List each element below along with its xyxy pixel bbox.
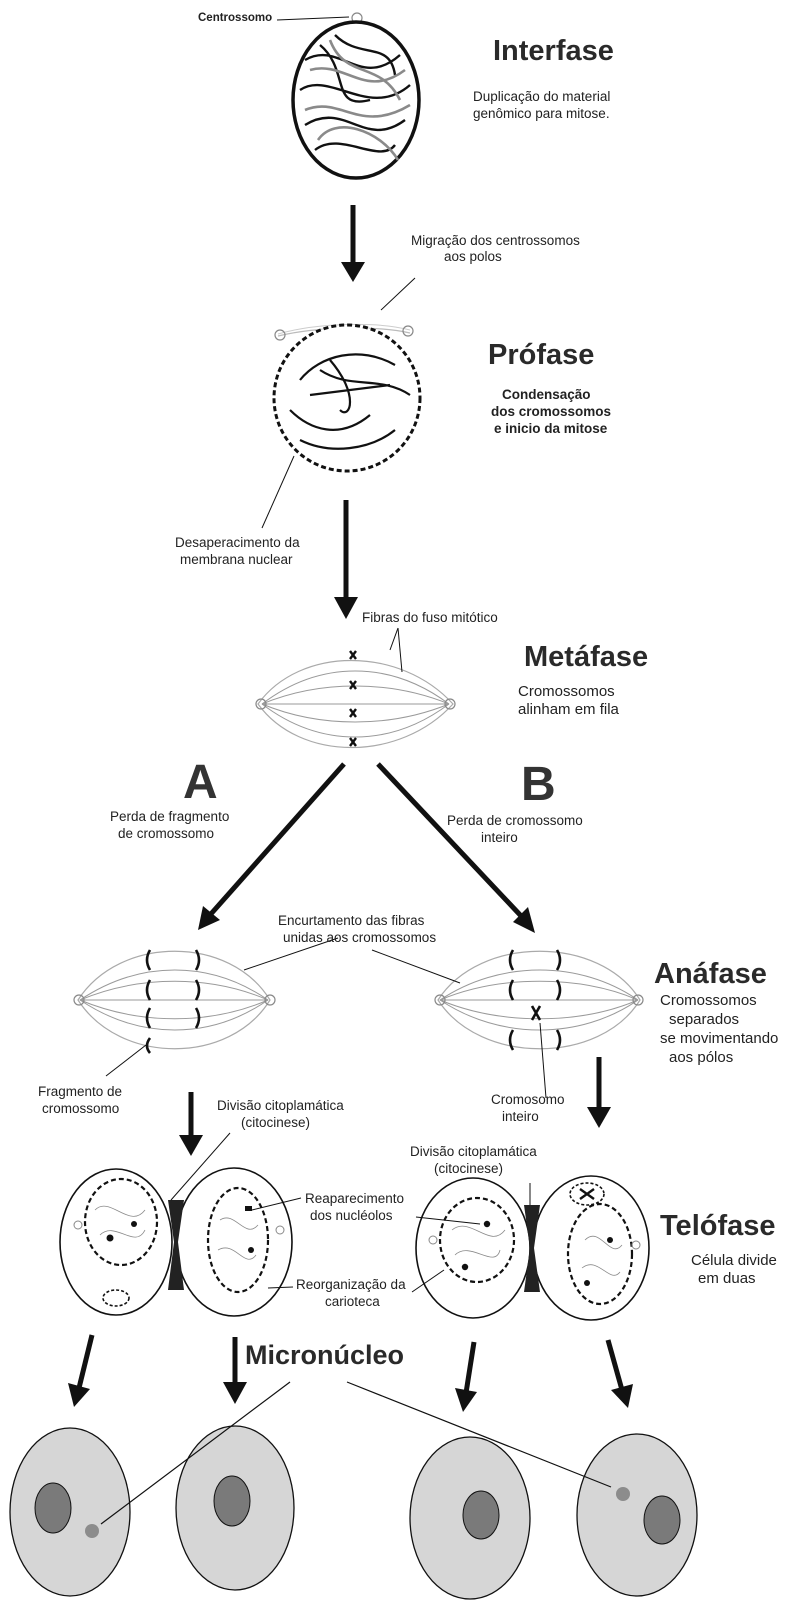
interphase-cell <box>276 12 421 180</box>
telophase-desc-2: em duas <box>698 1270 756 1287</box>
arrow-anaphase-a-to-telophase <box>179 1092 203 1156</box>
karyotheca-label-2: carioteca <box>325 1294 380 1309</box>
chromosome-fragment-label-1: Fragmento de <box>38 1084 123 1099</box>
interphase-desc-2: genômico para mitose. <box>473 106 610 121</box>
centrosome-icon <box>274 329 286 341</box>
centrosome-migration-label-2: aos polos <box>444 249 502 264</box>
centrosome-icon <box>631 1240 641 1250</box>
nuclear-membrane-label-2: membrana nuclear <box>180 552 293 567</box>
centrosome-icon <box>402 325 414 337</box>
cytokinesis-right-label-1: Divisão citoplamática <box>410 1144 537 1159</box>
interphase-title: Interfase <box>493 35 614 67</box>
arrow-anaphase-b-to-telophase <box>587 1057 611 1128</box>
arrow-a <box>198 762 346 930</box>
prophase-cell <box>261 277 422 529</box>
centrosome-label: Centrossomo <box>198 12 273 24</box>
anaphase-desc-1: Cromossomos <box>660 992 757 1009</box>
centrosome-icon <box>428 1235 438 1245</box>
prophase-desc-1: Condensação <box>502 387 591 402</box>
daughter-cells <box>9 1381 698 1600</box>
fiber-shortening-label-2: unidas aos cromossomos <box>283 930 437 945</box>
prophase-desc-2: dos cromossomos <box>491 404 612 419</box>
arrow-interphase-to-prophase <box>341 205 365 282</box>
daughter-cell <box>576 1433 698 1597</box>
anaphase-desc-2: separados <box>669 1011 740 1028</box>
whole-chromosome-label-2: inteiro <box>502 1109 539 1124</box>
whole-chromosome-loss-label-1: Perda de cromossomo <box>447 813 583 828</box>
path-a-letter: A <box>183 756 218 809</box>
centrosome-icon <box>632 994 644 1006</box>
cytokinesis-left-label-2: (citocinese) <box>241 1115 311 1130</box>
metaphase-cell <box>255 627 456 749</box>
centrosome-migration-label-1: Migração dos centrossomos <box>411 233 580 248</box>
metaphase-desc-2: alinham em fila <box>518 701 619 718</box>
cytokinesis-left-label-1: Divisão citoplamática <box>217 1098 344 1113</box>
centrosome-icon <box>444 698 456 710</box>
nucleoli-reappearance-label-1: Reaparecimento <box>305 1191 405 1206</box>
cytokinesis-right-label-2: (citocinese) <box>434 1161 504 1176</box>
fiber-shortening-label-1: Encurtamento das fibras <box>278 913 425 928</box>
anaphase-desc-3: se movimentando <box>660 1030 779 1047</box>
arrow-prophase-to-metaphase <box>334 500 358 619</box>
centrosome-icon <box>264 994 276 1006</box>
whole-chromosome-label-1: Cromosomo <box>491 1092 565 1107</box>
anaphase-title: Anáfase <box>654 958 767 990</box>
centrosome-icon <box>255 698 267 710</box>
anaphase-cell-a <box>73 937 339 1077</box>
spindle-fibers-label: Fibras do fuso mitótico <box>362 610 498 625</box>
telophase-desc-1: Célula divide <box>691 1252 777 1269</box>
telophase-title: Telófase <box>660 1210 776 1242</box>
chromosome-fragment-label-2: cromossomo <box>42 1101 120 1116</box>
telophase-cells-b <box>411 1175 650 1321</box>
fragment-loss-label-2: de cromossomo <box>118 826 215 841</box>
telophase-cells-a <box>59 1132 302 1317</box>
prophase-title: Prófase <box>488 339 595 371</box>
nucleoli-reappearance-label-2: dos nucléolos <box>310 1208 393 1223</box>
arrow-b <box>376 762 535 933</box>
whole-chromosome-loss-label-2: inteiro <box>481 830 518 845</box>
anaphase-cell-b <box>371 949 644 1099</box>
micronucleus <box>616 1487 630 1501</box>
metaphase-desc-1: Cromossomos <box>518 683 615 700</box>
path-b-letter: B <box>521 758 556 811</box>
micronucleus-label: Micronúcleo <box>245 1340 405 1370</box>
prophase-desc-3: e inicio da mitose <box>494 421 608 436</box>
micronucleus <box>85 1524 99 1538</box>
centrosome-icon <box>275 1225 285 1235</box>
centrosome-icon <box>434 994 446 1006</box>
fragment-loss-label-1: Perda de fragmento <box>110 809 230 824</box>
anaphase-desc-4: aos pólos <box>669 1049 734 1066</box>
interphase-desc-1: Duplicação do material <box>473 89 611 104</box>
centrosome-icon <box>73 1220 83 1230</box>
centrosome-icon <box>73 994 85 1006</box>
karyotheca-label-1: Reorganização da <box>296 1277 406 1292</box>
metaphase-title: Metáfase <box>524 641 649 673</box>
arrows-to-daughter-cells <box>68 1334 633 1412</box>
nuclear-membrane-label-1: Desaperacimento da <box>175 535 300 550</box>
